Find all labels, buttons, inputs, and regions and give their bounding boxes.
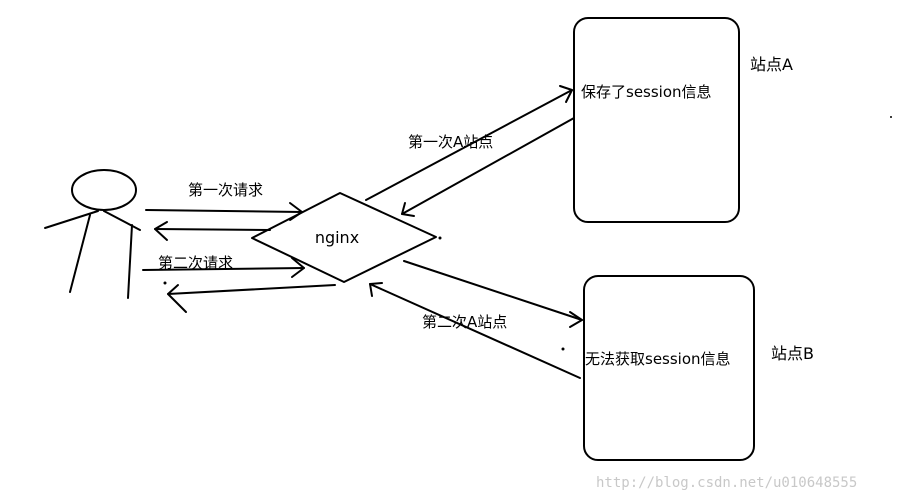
stray-dot (890, 116, 892, 118)
first-request-arrow (145, 202, 303, 221)
nginx-to-site-a-arrow (365, 85, 573, 201)
user-left-leg (69, 214, 91, 293)
user-right-leg (127, 224, 133, 299)
site-b-box (583, 275, 755, 461)
site-b-box-text: 无法获取session信息 (585, 350, 731, 368)
nginx-diamond (251, 192, 437, 283)
second-request-arrow (142, 257, 305, 278)
second-request-label: 第二次请求 (158, 254, 233, 272)
first-to-a-label: 第一次A站点 (408, 133, 493, 151)
stray-dot (163, 281, 167, 285)
second-response-arrow (167, 284, 336, 313)
user-head (71, 169, 137, 211)
user-left-arm (44, 210, 99, 229)
nginx-to-site-b-arrow (403, 260, 583, 328)
user-right-arm (103, 210, 141, 231)
site-a-box-text: 保存了session信息 (581, 83, 712, 101)
stray-dot (438, 236, 442, 240)
user-figure (44, 169, 141, 299)
site-a-to-nginx-arrow (401, 117, 575, 217)
first-response-arrow (154, 221, 271, 241)
site-b-label: 站点B (771, 344, 814, 363)
site-a-box (573, 17, 740, 223)
watermark: http://blog.csdn.net/u010648555 (596, 475, 857, 491)
site-b-to-nginx-arrow (369, 282, 581, 379)
first-request-label: 第一次请求 (188, 181, 263, 199)
second-to-a-label: 第二次A站点 (422, 313, 507, 331)
nginx-label: nginx (315, 228, 359, 247)
site-a-label: 站点A (750, 55, 793, 74)
stray-dot (561, 347, 565, 351)
